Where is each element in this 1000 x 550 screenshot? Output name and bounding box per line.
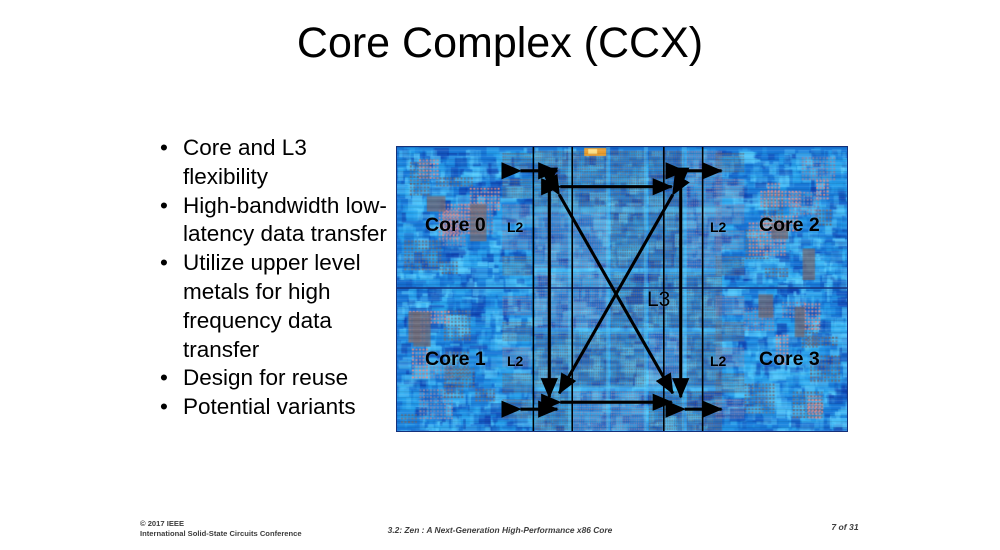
bullet-marker-icon: •: [160, 365, 168, 391]
l3-crossbar-arrows: [542, 173, 690, 395]
footer-copyright: © 2017 IEEE International Solid-State Ci…: [140, 519, 302, 538]
die-label-l2-core1: L2: [507, 353, 524, 369]
die-label-l2-core3: L2: [710, 353, 727, 369]
page-title: Core Complex (CCX): [296, 19, 704, 67]
list-item-label: Core and L3 flexibility: [183, 135, 307, 189]
bullet-list: • Core and L3 flexibility • High-bandwid…: [155, 134, 395, 422]
list-item: • High-bandwidth low-latency data transf…: [155, 192, 395, 250]
footer-session-title: 3.2: Zen : A Next-Generation High-Perfor…: [387, 525, 613, 535]
footer-copyright-line1: © 2017 IEEE: [140, 519, 185, 528]
list-item: • Utilize upper level metals for high fr…: [155, 249, 395, 364]
footer-copyright-line2: International Solid-State Circuits Confe…: [140, 528, 302, 538]
list-item: • Design for reuse: [155, 364, 395, 393]
list-item: • Core and L3 flexibility: [155, 134, 395, 192]
die-label-core3: Core 3: [759, 348, 820, 370]
bullet-marker-icon: •: [160, 135, 168, 160]
die-label-l2-core0: L2: [507, 219, 524, 235]
bullet-marker-icon: •: [160, 192, 168, 218]
list-item-label: Utilize upper level metals for high freq…: [183, 250, 361, 362]
die-label-core0: Core 0: [425, 214, 486, 236]
die-label-core1: Core 1: [425, 348, 486, 370]
list-item-label: Potential variants: [183, 394, 356, 420]
list-item: • Potential variants: [155, 393, 395, 422]
ccx-die-photo: Core 0 L2 L2 Core 2 Core 1 L2 L2 Core 3 …: [396, 146, 848, 432]
die-label-l3: L3: [647, 288, 671, 311]
footer-page-number: 7 of 31: [831, 522, 859, 532]
bullet-marker-icon: •: [160, 394, 168, 420]
list-item-label: Design for reuse: [183, 365, 349, 391]
list-item-label: High-bandwidth low-latency data transfer: [183, 192, 387, 247]
die-annotation-overlay: [397, 147, 847, 431]
die-label-core2: Core 2: [759, 214, 820, 236]
die-label-l2-core2: L2: [710, 219, 727, 235]
bullet-marker-icon: •: [160, 250, 168, 276]
